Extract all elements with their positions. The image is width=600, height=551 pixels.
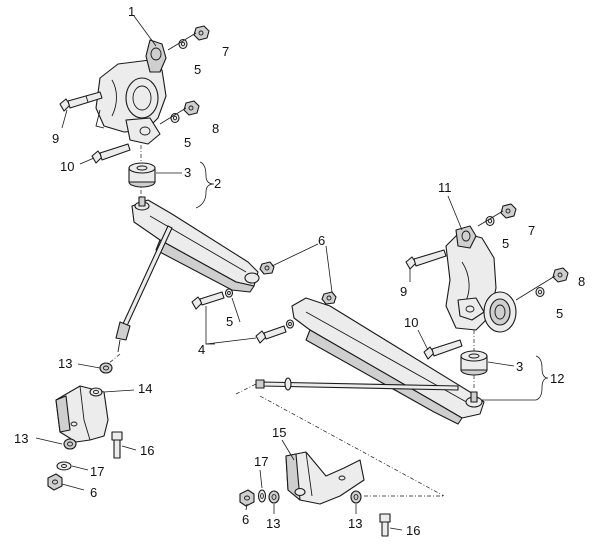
right-steering-knuckle [445,225,517,333]
left-stabilizer-link [115,225,173,353]
callout-3: 3 [184,165,191,180]
callout-7: 7 [528,223,535,238]
callout-16: 16 [140,443,154,458]
callout-8: 8 [578,274,585,289]
right-mounting-bracket [285,451,365,505]
left-steering-knuckle [95,39,167,145]
left-mounting-bracket [55,385,109,443]
center-nut-left [259,261,275,275]
callout-9: 9 [52,131,59,146]
right-bracket-washer-17 [257,489,267,503]
callout-17: 17 [254,454,268,469]
right-bracket-nut-13-right [350,490,362,504]
callout-13: 13 [14,431,28,446]
callout-17: 17 [90,464,104,479]
left-bolt-9 [59,91,103,112]
callout-9: 9 [400,284,407,299]
callout-labels: 1 7 5 9 8 5 10 3 2 6 5 4 11 7 5 9 8 5 10… [14,4,585,538]
assembly-phantom-lines [107,353,445,497]
callout-1: 1 [128,4,135,19]
left-bracket-bolt-16 [111,431,123,459]
right-stabilizer-link [255,377,459,391]
callout-16: 16 [406,523,420,538]
callout-7: 7 [222,44,229,59]
right-lower-nut-set [515,267,569,301]
left-bracket-nut-13-top [99,362,113,374]
leader-lines [35,15,549,531]
callout-5: 5 [502,236,509,251]
right-bolt-10 [423,339,463,360]
callout-12: 12 [550,371,564,386]
callout-15: 15 [272,425,286,440]
callout-6: 6 [318,233,325,248]
left-bracket-nut-6 [47,473,63,491]
callout-5: 5 [556,306,563,321]
callout-14: 14 [138,381,152,396]
center-nut-right [321,291,337,305]
left-upper-nut-set [167,25,210,51]
left-bump-stop [128,145,156,200]
callout-5: 5 [194,62,201,77]
right-bolt-9 [405,249,447,270]
center-bolt-lower [255,325,287,344]
callout-3: 3 [516,359,523,374]
center-washer-upper [224,288,234,298]
right-upper-nut-set [477,203,517,227]
callout-4: 4 [198,342,205,357]
left-bracket-nut-13-bottom [63,438,77,450]
callout-13: 13 [348,516,362,531]
callout-13: 13 [58,356,72,371]
center-bolt-upper [191,291,225,310]
callout-2: 2 [214,176,221,191]
right-bump-stop [460,330,488,390]
callout-5: 5 [226,314,233,329]
callout-6: 6 [242,512,249,527]
left-lower-arm [131,196,260,293]
right-bracket-nut-13-left [268,490,280,504]
callout-6: 6 [90,485,97,500]
right-bracket-bolt-16 [379,513,391,537]
right-bracket-nut-6 [239,489,255,507]
callout-8: 8 [212,121,219,136]
callout-11: 11 [438,180,452,195]
center-washer-lower [285,319,295,329]
callout-5: 5 [184,135,191,150]
callout-13: 13 [266,516,280,531]
left-bracket-washer-17 [56,461,72,471]
left-bolt-10 [91,143,131,164]
left-lower-nut-set [159,100,200,125]
callout-10: 10 [404,315,418,330]
callout-10: 10 [60,159,74,174]
